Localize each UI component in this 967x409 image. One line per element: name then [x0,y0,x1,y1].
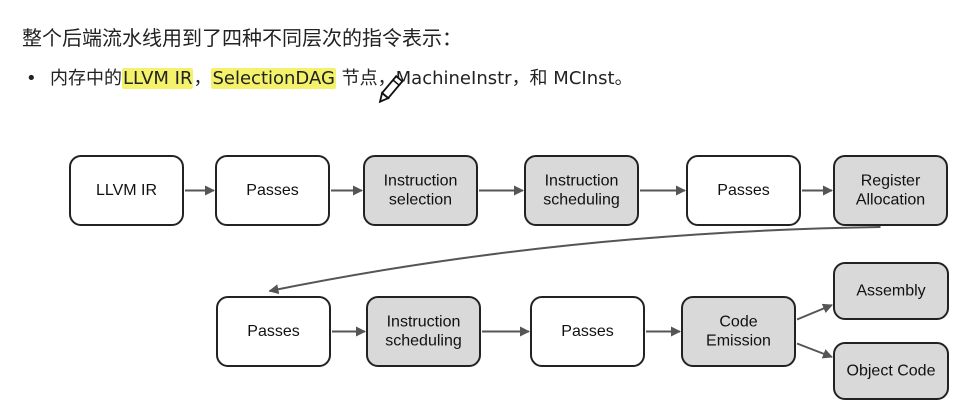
node-label-assembly: Assembly [856,283,925,300]
node-box-llvm-ir [69,155,184,226]
node-box-object-code [833,342,949,400]
node-label-instruction-selection: Instruction [384,173,458,190]
node-assembly: Assembly [833,262,949,320]
separator-1: ， [193,68,212,89]
bullet-item: •内存中的LLVM IR，SelectionDAG 节点，MachineInst… [26,64,633,90]
node-box-register-allocation [833,155,948,226]
node-label-instruction-scheduling-2: scheduling [385,333,462,350]
edge-register-allocation-to-passes-3 [268,226,881,295]
node-box-passes-3 [216,296,331,367]
node-instruction-scheduling-1: Instruction scheduling [524,155,639,226]
node-label-instruction-selection: selection [389,192,452,209]
node-llvm-ir: LLVM IR [69,155,184,226]
node-instruction-selection: Instruction selection [363,155,478,226]
edge-code-emission-to-assembly [796,303,833,321]
node-label-register-allocation: Allocation [856,192,925,209]
node-label-passes-2: Passes [717,182,769,199]
machineinstr-term: MachineInstr [395,68,512,89]
node-label-passes-3: Passes [247,323,299,340]
selectiondag-suffix: 节点 [335,68,378,89]
node-box-instruction-selection [363,155,478,226]
highlight-selectiondag: SelectionDAG [211,68,336,89]
node-label-instruction-scheduling-1: Instruction [545,173,619,190]
node-box-passes-1 [215,155,330,226]
node-box-code-emission [681,296,796,367]
mcinst-term: MCInst [553,68,615,89]
bullet-prefix: 内存中的 [50,68,122,89]
page-heading: 整个后端流水线用到了四种不同层次的指令表示： [22,26,462,50]
bullet-marker: • [26,68,37,89]
node-box-passes-2 [686,155,801,226]
node-label-register-allocation: Register [861,173,921,190]
node-passes-1: Passes [215,155,330,226]
node-label-code-emission: Code [719,314,757,331]
node-label-object-code: Object Code [847,363,936,380]
sentence-end: 。 [614,68,633,89]
node-label-passes-4: Passes [561,323,613,340]
node-box-instruction-scheduling-1 [524,155,639,226]
highlight-llvm-ir: LLVM IR [122,68,194,89]
node-box-passes-4 [530,296,645,367]
node-label-code-emission: Emission [706,333,771,350]
node-passes-3: Passes [216,296,331,367]
node-box-assembly [833,262,949,320]
separator-3: ，和 [511,68,554,89]
node-label-passes-1: Passes [246,182,298,199]
edge-code-emission-to-object-code [796,342,833,359]
node-object-code: Object Code [833,342,949,400]
pencil-cursor-icon [378,74,404,104]
node-passes-2: Passes [686,155,801,226]
node-label-llvm-ir: LLVM IR [96,182,157,199]
node-box-instruction-scheduling-2 [366,296,481,367]
node-instruction-scheduling-2: Instruction scheduling [366,296,481,367]
node-passes-4: Passes [530,296,645,367]
node-label-instruction-scheduling-2: Instruction [387,314,461,331]
node-label-instruction-scheduling-1: scheduling [543,192,620,209]
